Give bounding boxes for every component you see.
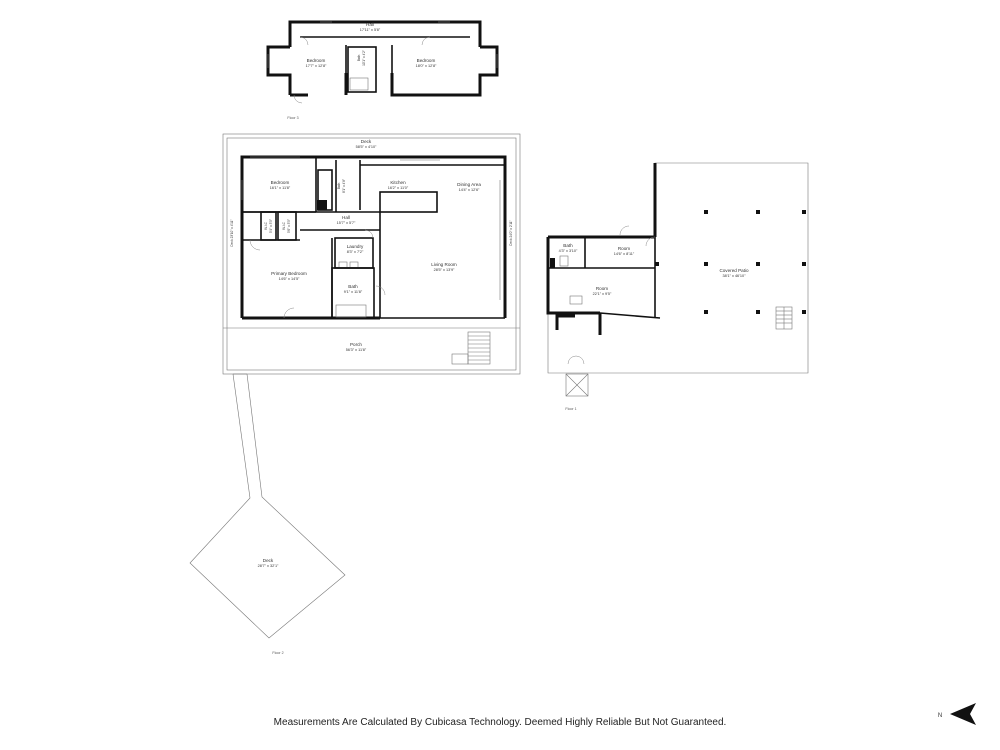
floor3-bath-name: Bath — [357, 54, 361, 61]
floor3-bedroom-left-name: Bedroom — [307, 58, 326, 63]
floor2-deck-left-side: Deck 23'10" x 4'11" — [230, 219, 234, 246]
floor2-closet-b-dim: 5'6" x 3'5" — [287, 219, 291, 233]
floor2-bedroom-dim: 16'1" x 11'8" — [270, 186, 291, 190]
floor2-primary-dim: 14'6" x 14'5" — [279, 277, 300, 281]
floor2-deck-right-side: Deck 24'0" x 2'11" — [509, 220, 513, 245]
floor1-patio-dim: 38'1" x 46'10" — [723, 274, 747, 278]
compass-north-label: N — [938, 713, 942, 719]
floor2-closet-a-name: W.I.C — [264, 221, 268, 229]
floor2-deck-top-name: Deck — [361, 139, 372, 144]
floor3-hall-dim: 17'11" x 5'8" — [360, 28, 381, 32]
floor1-room-a-dim: 14'6" x 8'11" — [614, 252, 635, 256]
floor2-kitchen-name: Kitchen — [390, 180, 406, 185]
floor2-closet-a-dim: 5'4" x 3'5" — [269, 219, 273, 233]
floor3-label: Floor 3 — [287, 116, 298, 120]
floor1-bath-name: Bath — [563, 243, 573, 248]
compass-arrow-icon — [950, 703, 976, 725]
floor2-deck-top-dim: 58'5" x 4'10" — [356, 145, 377, 149]
floor1-patio-name: Covered Patio — [719, 268, 749, 273]
floor2-bedroom-name: Bedroom — [271, 180, 290, 185]
floor2-primary-name: Primary Bedroom — [271, 271, 307, 276]
floor1-label: Floor 1 — [565, 407, 576, 411]
floor2-porch-dim: 56'3" x 11'8" — [346, 348, 367, 352]
floor3-bedroom-right-dim: 18'0" x 12'8" — [416, 64, 437, 68]
floor2-bath-dim: 9'1" x 11'8" — [344, 290, 363, 294]
floor2-porch-name: Porch — [350, 342, 362, 347]
floor-1-plan — [546, 162, 809, 397]
floor2-dining-dim: 14'4" x 12'6" — [459, 188, 480, 192]
floor1-bath-dim: 4'3" x 3'10" — [559, 249, 578, 253]
floor2-deck-lower-name: Deck — [263, 558, 274, 563]
floor1-room-b-dim: 22'1" x 9'5" — [593, 292, 612, 296]
floor-3-plan — [266, 20, 499, 104]
floor2-dining-name: Dining Area — [457, 182, 481, 187]
floor2-kitchen-dim: 16'2" x 11'0" — [388, 186, 409, 190]
floor-2-plan — [189, 133, 521, 639]
disclaimer-footer: Measurements Are Calculated By Cubicasa … — [273, 717, 727, 728]
floor2-closet-b-name: W.I.C — [282, 221, 286, 229]
floor2-bath-small-dim: 8'1" x 4'8" — [342, 179, 346, 193]
floor2-living-dim: 28'5" x 13'9" — [434, 268, 455, 272]
floor2-label: Floor 2 — [272, 651, 283, 655]
floor3-bedroom-right-name: Bedroom — [417, 58, 436, 63]
floor3-hall-name: Hall — [366, 22, 374, 27]
floor3-bath-dim: 10'1" x 4'2" — [362, 50, 366, 66]
floor1-room-a-name: Room — [618, 246, 630, 251]
floor2-hall-dim: 15'7" x 5'7" — [337, 221, 356, 225]
floor2-bath-name: Bath — [348, 284, 358, 289]
floor2-stairs — [451, 331, 491, 365]
floor3-bedroom-left-dim: 17'7" x 12'8" — [306, 64, 327, 68]
floor2-bath-small-name: Bath — [337, 182, 341, 189]
floor2-laundry-name: Laundry — [347, 244, 364, 249]
floor1-room-b-name: Room — [596, 286, 608, 291]
floor2-deck-lower-dim: 28'7" x 32'1" — [258, 564, 279, 568]
floor2-hall-name: Hall — [342, 215, 350, 220]
floor2-living-name: Living Room — [431, 262, 457, 267]
floor2-laundry-dim: 8'3" x 7'2" — [347, 250, 364, 254]
